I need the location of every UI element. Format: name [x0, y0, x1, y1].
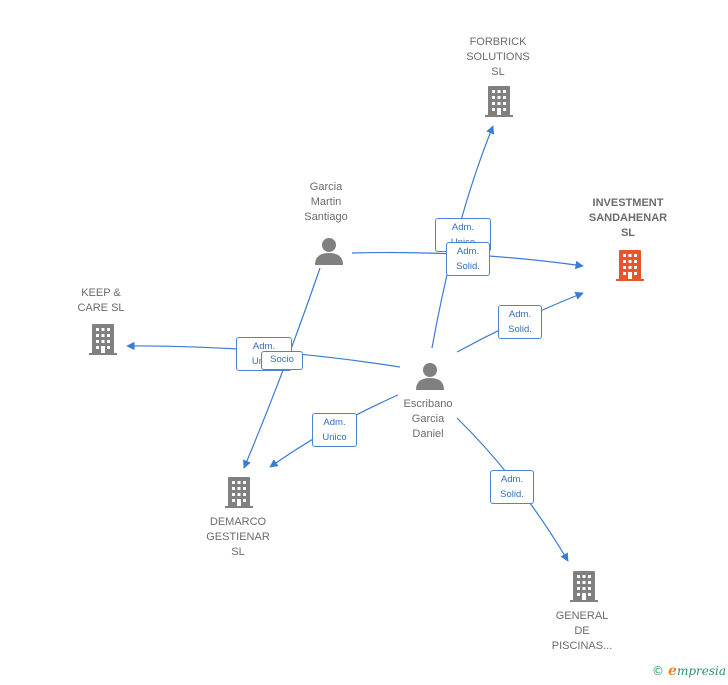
escribano-person-icon[interactable] [416, 363, 444, 390]
edge-label-general: Adm. Solid. [490, 470, 534, 504]
keepcare-building-icon[interactable] [89, 324, 117, 355]
edge-label-socio: Socio [261, 351, 303, 370]
general-building-icon[interactable] [570, 571, 598, 602]
edge-label-demarco: Adm. Unico [312, 413, 357, 447]
copyright-icon: © [652, 664, 665, 678]
empresia-logo: ©empresia [652, 663, 726, 679]
investment-building-icon[interactable] [616, 250, 644, 281]
node-label-escribano[interactable]: Escribano Garcia Daniel [403, 398, 453, 440]
node-label-keepcare[interactable]: KEEP & CARE SL [77, 287, 125, 314]
edge-label-investment-garcia: Adm. Solid. [446, 242, 490, 276]
demarco-building-icon[interactable] [225, 477, 253, 508]
node-label-investment[interactable]: INVESTMENT SANDAHENAR SL [588, 197, 668, 239]
node-label-general[interactable]: GENERAL DE PISCINAS... [551, 610, 613, 652]
node-label-demarco[interactable]: DEMARCO GESTIENAR SL [206, 516, 270, 558]
forbrick-building-icon[interactable] [485, 86, 513, 117]
edge-label-investment-escribano: Adm. Solid. [498, 305, 542, 339]
node-label-forbrick[interactable]: FORBRICK SOLUTIONS SL [466, 36, 530, 78]
garcia-person-icon[interactable] [315, 238, 343, 265]
node-label-garcia[interactable]: Garcia Martin Santiago [304, 181, 348, 223]
